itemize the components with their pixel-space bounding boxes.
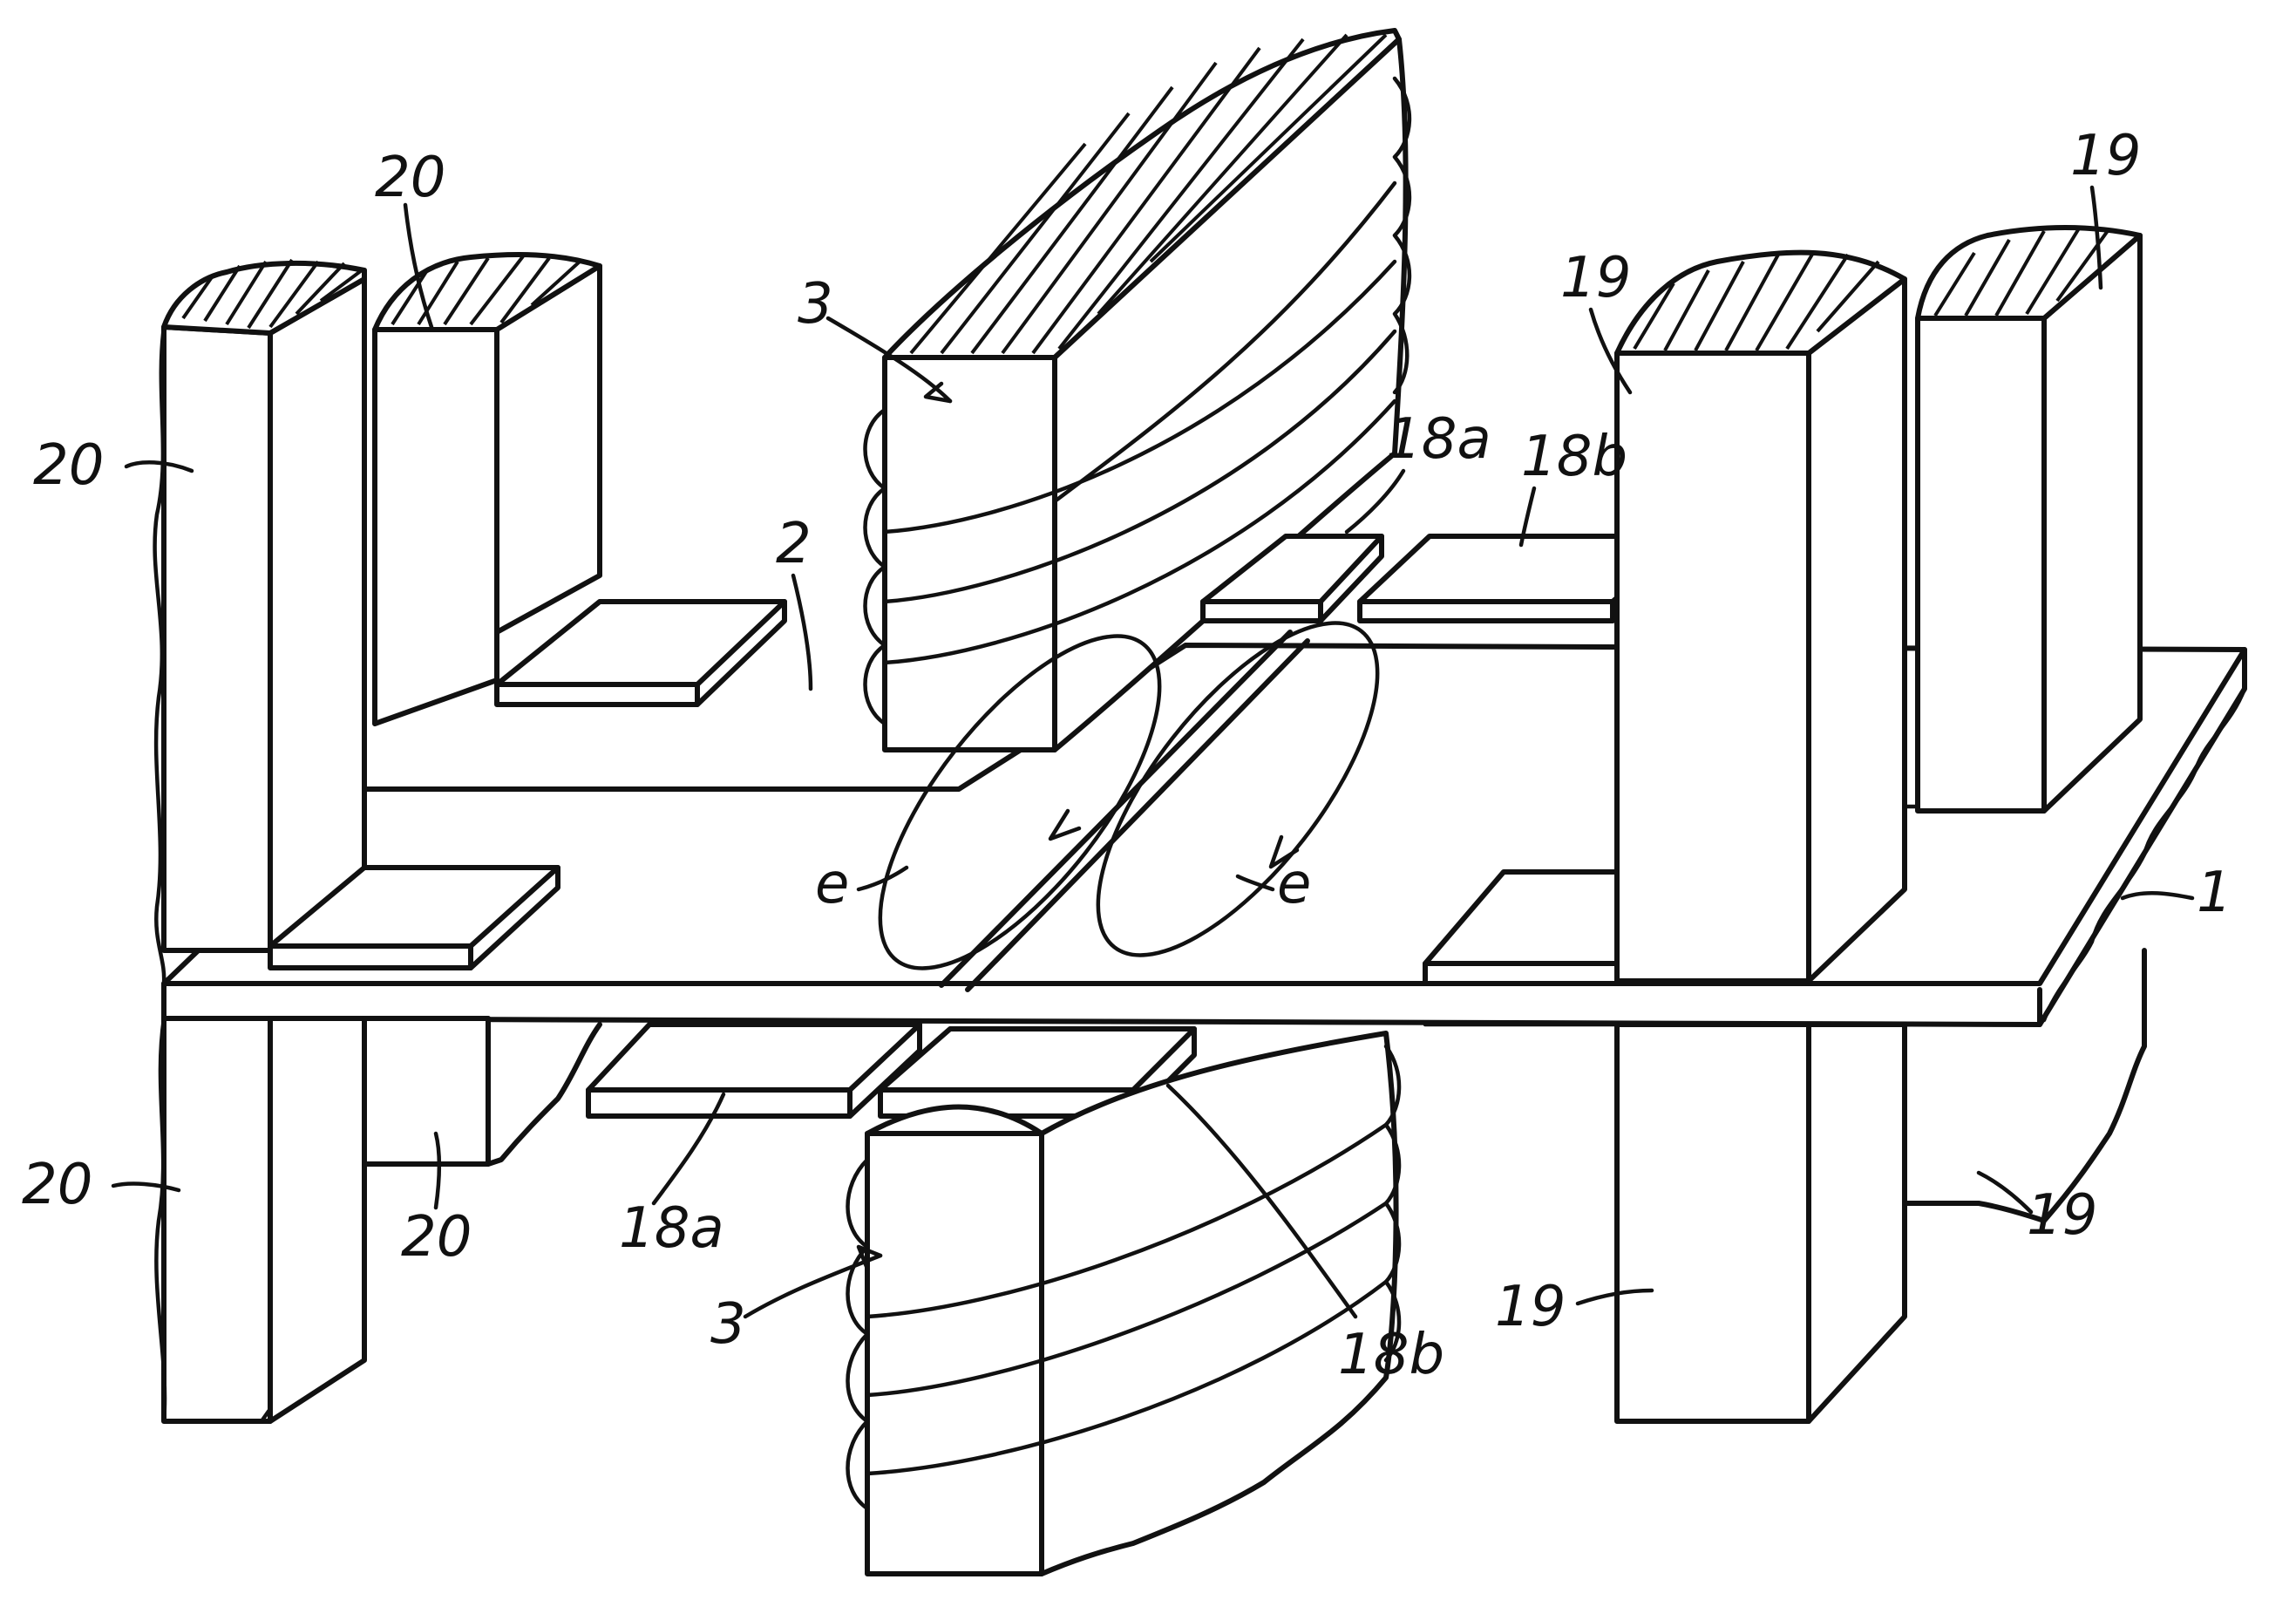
label-2: 2 <box>776 512 812 576</box>
label-20-top-left: 20 <box>375 146 445 210</box>
label-1: 1 <box>2197 861 2232 925</box>
label-18b-top: 18b <box>1521 425 1627 489</box>
label-19-top-right: 19 <box>2070 124 2141 188</box>
label-3-bottom: 3 <box>710 1292 746 1357</box>
label-18a-top: 18a <box>1386 407 1491 472</box>
lower-left-pole-20 <box>156 1018 600 1421</box>
label-19-bottom-mid: 19 <box>1495 1275 1566 1339</box>
label-3-top: 3 <box>798 272 833 337</box>
upper-pads-18 <box>1203 536 1687 621</box>
label-20-bottom-mid: 20 <box>401 1205 472 1270</box>
label-18a-bottom: 18a <box>619 1196 724 1261</box>
label-19-bottom-right: 19 <box>2027 1183 2097 1248</box>
lower-magnet-3 <box>848 1033 1400 1574</box>
label-e-left: e <box>815 852 849 916</box>
label-20-left: 20 <box>33 433 104 498</box>
label-19-top-mid: 19 <box>1560 246 1631 310</box>
label-20-bottom-left: 20 <box>22 1153 92 1217</box>
label-18b-bottom: 18b <box>1338 1323 1444 1387</box>
label-e-right: e <box>1277 852 1311 916</box>
